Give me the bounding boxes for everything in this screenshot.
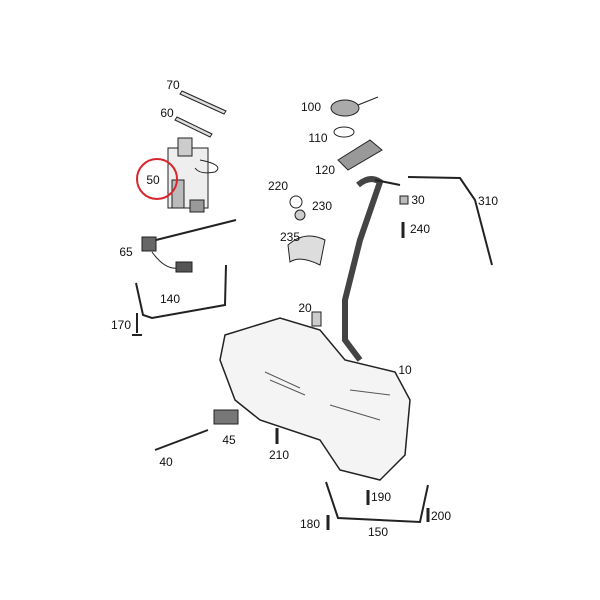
part-label: 45	[222, 433, 236, 447]
part-label: 230	[311, 199, 333, 213]
part-label: 180	[299, 517, 321, 531]
part-20-cap	[311, 311, 322, 327]
part-label: 30	[411, 193, 425, 207]
part-30-clip	[399, 195, 409, 205]
part-10-fuel-tank	[219, 317, 411, 481]
part-label: 170	[110, 318, 132, 332]
part-40-line	[154, 429, 209, 451]
part-label: 20	[298, 301, 312, 315]
part-label: 120	[314, 163, 336, 177]
part-230-nut	[294, 209, 306, 221]
part-label: 65	[119, 245, 133, 259]
part-label: 235	[279, 230, 301, 244]
highlight-circle	[136, 158, 178, 200]
part-235-shield	[287, 235, 326, 266]
part-label: 40	[159, 455, 173, 469]
part-label: 70	[166, 78, 180, 92]
part-50-fuel-pump	[167, 137, 219, 213]
part-120-flap	[337, 139, 383, 171]
part-label-highlighted: 50	[146, 173, 160, 187]
part-label: 60	[160, 106, 174, 120]
part-label: 150	[367, 525, 389, 539]
part-150-strap	[325, 481, 429, 524]
part-label: 140	[159, 292, 181, 306]
part-310-vent-line	[407, 176, 493, 266]
part-label: 110	[308, 131, 328, 145]
part-110-ring	[333, 126, 355, 138]
filler-pipe	[342, 176, 401, 362]
part-170-bolt	[132, 313, 142, 336]
part-label: 200	[430, 509, 452, 523]
part-label: 100	[300, 100, 322, 114]
part-label: 210	[268, 448, 290, 462]
part-45-sensor	[213, 409, 239, 425]
part-label: 310	[477, 194, 499, 208]
part-140-strap	[135, 264, 227, 320]
part-220-valve	[289, 195, 303, 209]
part-100-cap	[330, 96, 379, 117]
part-65-level-sender	[141, 219, 237, 273]
part-label: 190	[370, 490, 392, 504]
part-label: 240	[409, 222, 431, 236]
part-70-seal	[179, 90, 227, 115]
part-label: 220	[267, 179, 289, 193]
part-label: 10	[398, 363, 412, 377]
part-60-seal	[174, 116, 213, 138]
